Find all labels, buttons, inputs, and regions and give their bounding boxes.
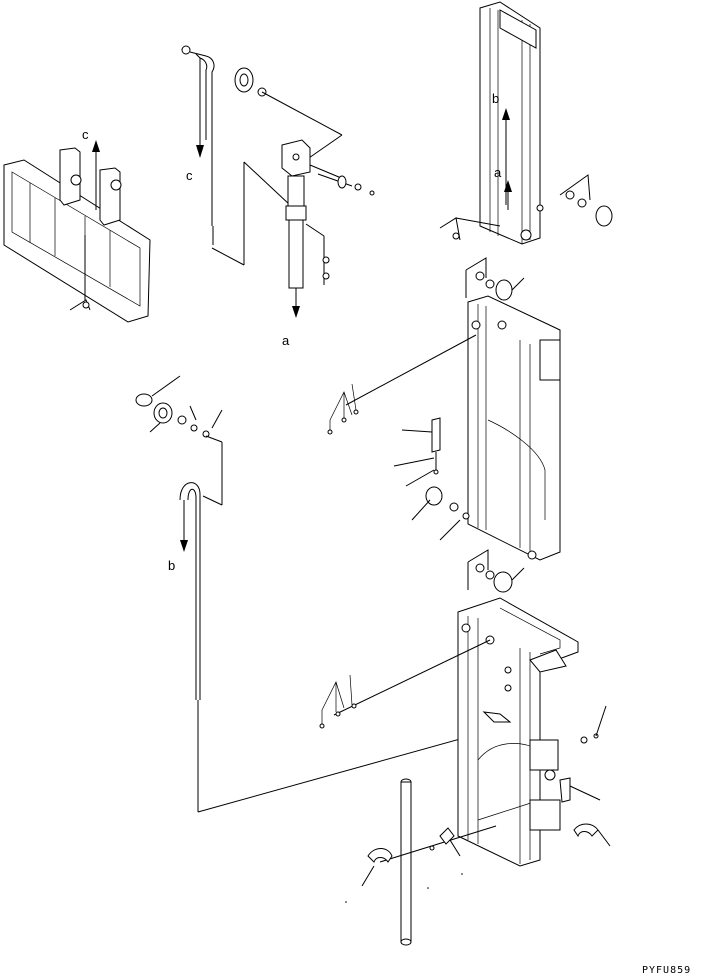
callout-b-mid: b bbox=[168, 558, 175, 573]
callout-c-mid: c bbox=[186, 168, 193, 183]
callout-c-left: c bbox=[82, 127, 89, 142]
tilt-rod-assembly bbox=[345, 778, 497, 946]
lift-chain-upper bbox=[181, 45, 343, 266]
lift-chain-lower bbox=[135, 375, 515, 813]
lift-cylinder bbox=[281, 139, 375, 318]
outer-mast bbox=[319, 549, 611, 867]
callout-a-bottom: a bbox=[282, 333, 290, 348]
drawing-code: PYFU859 bbox=[642, 965, 691, 976]
intermediate-mast bbox=[327, 257, 561, 561]
callout-a-top: a bbox=[494, 165, 502, 180]
inner-mast bbox=[439, 1, 613, 245]
callout-b-top: b bbox=[492, 91, 499, 106]
fork-carriage bbox=[3, 140, 151, 323]
